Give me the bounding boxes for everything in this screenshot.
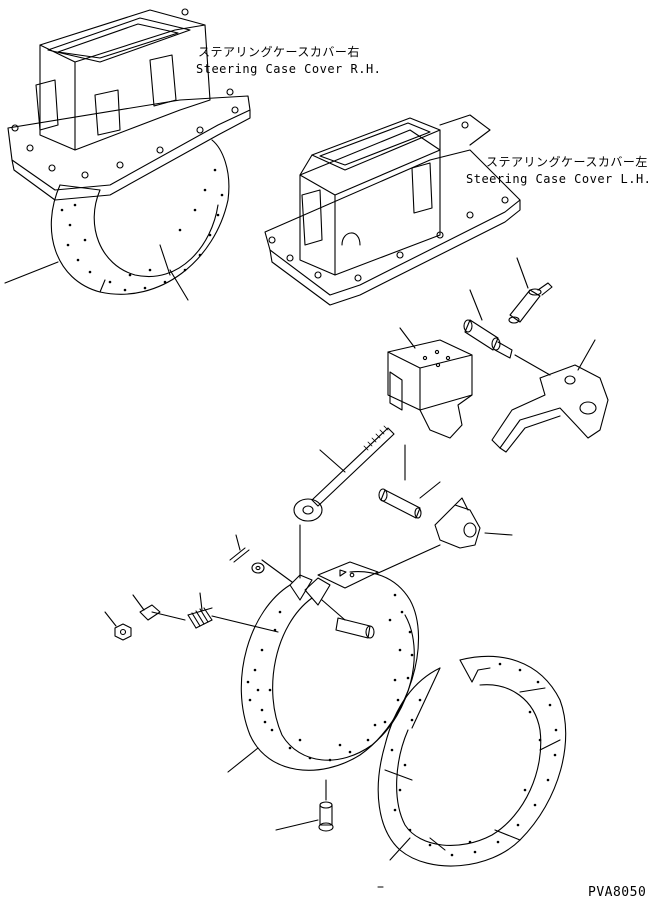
pin-part bbox=[509, 258, 552, 323]
drawing-code: PVA8050 bbox=[588, 885, 647, 900]
bracket-block bbox=[388, 328, 472, 438]
label-rh-cover-en: Steering Case Cover R.H. bbox=[196, 62, 382, 76]
brake-band-rh bbox=[5, 140, 229, 300]
nut bbox=[105, 612, 131, 640]
steering-case-cover-lh bbox=[265, 115, 520, 305]
brake-band-assembly bbox=[228, 525, 440, 772]
label-lh-cover-jp: ステアリングケースカバー左 bbox=[486, 155, 648, 169]
washer bbox=[252, 560, 292, 582]
brake-lining-set bbox=[378, 656, 566, 866]
small-bracket bbox=[435, 498, 512, 548]
spring bbox=[188, 593, 278, 632]
collar-pin bbox=[464, 290, 512, 358]
label-rh-cover-jp: ステアリングケースカバー右 bbox=[198, 45, 360, 59]
steering-case-cover-rh bbox=[8, 9, 250, 200]
label-lh-cover-en: Steering Case Cover L.H. bbox=[466, 172, 652, 186]
lever-arm bbox=[492, 340, 608, 452]
bolt-bottom bbox=[276, 780, 333, 831]
adjusting-rod bbox=[294, 426, 394, 521]
spring-bolt bbox=[133, 595, 185, 620]
clevis-pin bbox=[379, 445, 440, 518]
cotter-pin bbox=[230, 535, 249, 562]
